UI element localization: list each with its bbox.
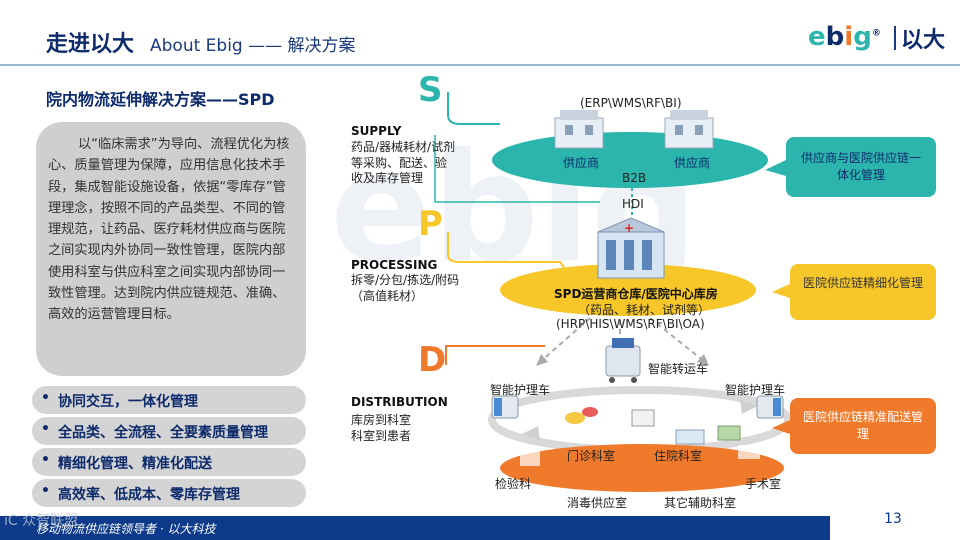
distribution-letter: D (418, 340, 447, 380)
processing-systems: (HRP\HIS\WMS\RF\BI\OA) (556, 317, 705, 331)
supply-to-hdi-line (434, 135, 600, 203)
processing-connector (447, 232, 576, 283)
page-subtitle: About Ebig —— 解决方案 (150, 36, 356, 56)
distribution-connector (445, 345, 545, 365)
bullet-dot: • (41, 483, 50, 499)
bullet-text: 全品类、全流程、全要素质量管理 (58, 425, 268, 441)
svg-text:+: + (624, 221, 634, 235)
surgery-icon (738, 445, 760, 459)
bullet-item: • 精细化管理、精准化配送 (32, 448, 306, 476)
processing-title: PROCESSING (351, 258, 438, 272)
supply-connector (447, 92, 500, 125)
surgery-label: 手术室 (745, 477, 782, 491)
logo-text-en: ebig® (808, 22, 881, 52)
warehouse-sublabel: （药品、耗材、试剂等） (578, 303, 711, 317)
distribution-callout-text: 医院供应链精准配送管理 (802, 410, 923, 441)
supply-desc: 药品/器械耗材/试剂等采购、配送、验收及库存管理 (351, 140, 456, 185)
nursing-cart-right-icon (756, 395, 784, 419)
bullet-dot: • (41, 390, 50, 406)
description-box (36, 122, 306, 376)
supply-systems: (ERP\WMS\RF\BI) (580, 96, 682, 110)
description-text: 以“临床需求”为导向、流程优化为核心、质量管理为保障，应用信息化技术手段，集成智… (48, 134, 298, 326)
transfer-robot-icon (605, 338, 641, 383)
outpatient-label: 门诊科室 (567, 449, 616, 463)
distribution-desc-1: 库房到科室 (351, 413, 412, 427)
logo-text-cn: 以大 (901, 28, 946, 53)
processing-desc: 拆零/分包/拣选/附码（高值耗材） (351, 273, 460, 303)
nursing-cart-left-icon (491, 395, 519, 419)
lab-icon (520, 450, 540, 466)
lab-label: 检验科 (495, 477, 532, 491)
distribution-callout (790, 398, 936, 454)
supplier-right-label: 供应商 (674, 156, 711, 170)
robot-label: 智能转运车 (648, 362, 709, 376)
bullet-text: 协同交互，一体化管理 (58, 394, 198, 410)
bullet-item: • 协同交互，一体化管理 (32, 386, 306, 414)
b2b-label: B2B (622, 171, 647, 185)
processing-callout-pointer (772, 284, 790, 298)
cart-left-label: 智能护理车 (490, 383, 551, 397)
warehouse-building: + (597, 217, 665, 279)
ring-arrow-left (522, 426, 540, 440)
logo-divider (894, 26, 896, 50)
bullet-text: 精细化管理、精准化配送 (58, 456, 212, 472)
bullet-item: • 全品类、全流程、全要素质量管理 (32, 417, 306, 445)
bullet-item: • 高效率、低成本、零库存管理 (32, 479, 306, 507)
supplier-left-label: 供应商 (563, 156, 600, 170)
cart-right-label: 智能护理车 (725, 383, 786, 397)
supply-callout (786, 137, 936, 197)
bullet-text: 高效率、低成本、零库存管理 (58, 487, 240, 503)
distribution-callout-pointer (772, 420, 790, 434)
supply-title: SUPPLY (351, 124, 402, 138)
departments-ellipse (500, 444, 784, 492)
section-title: 院内物流延伸解决方案——SPD (46, 90, 275, 109)
distribution-desc-2: 科室到患者 (351, 429, 412, 443)
processing-ellipse (500, 264, 756, 316)
processing-letter: P (418, 204, 443, 244)
disinfection-label: 消毒供应室 (567, 496, 628, 510)
hdi-label: HDI (622, 197, 644, 211)
header-divider (0, 64, 960, 66)
inpatient-label: 住院科室 (654, 449, 703, 463)
footer-bar (0, 516, 830, 540)
supply-callout-pointer (765, 160, 786, 176)
distribution-title: DISTRIBUTION (351, 395, 448, 409)
supplier-building-right (664, 110, 714, 149)
supply-letter: S (418, 70, 443, 110)
medicine-icons (565, 407, 741, 445)
other-dept-label: 其它辅助科室 (664, 496, 737, 510)
supplier-building-left (554, 110, 604, 149)
bullet-dot: • (41, 452, 50, 468)
footer-text: 移动物流供应链领导者 · 以大科技 (36, 522, 216, 536)
processing-callout (790, 264, 936, 320)
processing-callout-text: 医院供应链精细化管理 (802, 276, 923, 290)
warehouse-label: SPD运营商仓库/医院中心库房 (554, 287, 718, 301)
page-title: 走进以大 (46, 32, 135, 57)
page-number: 13 (884, 511, 902, 527)
ring-arrow-right (740, 400, 758, 414)
description-body: 以“临床需求”为导向、流程优化为核心、质量管理为保障，应用信息化技术手段，集成智… (48, 137, 290, 323)
footer-watermark: iC 众智联盟 (4, 513, 79, 529)
bullet-dot: • (41, 421, 50, 437)
supply-callout-text: 供应商与医院供应链一体化管理 (800, 151, 921, 182)
ebig-logo: ebig® 以大 (808, 20, 948, 54)
